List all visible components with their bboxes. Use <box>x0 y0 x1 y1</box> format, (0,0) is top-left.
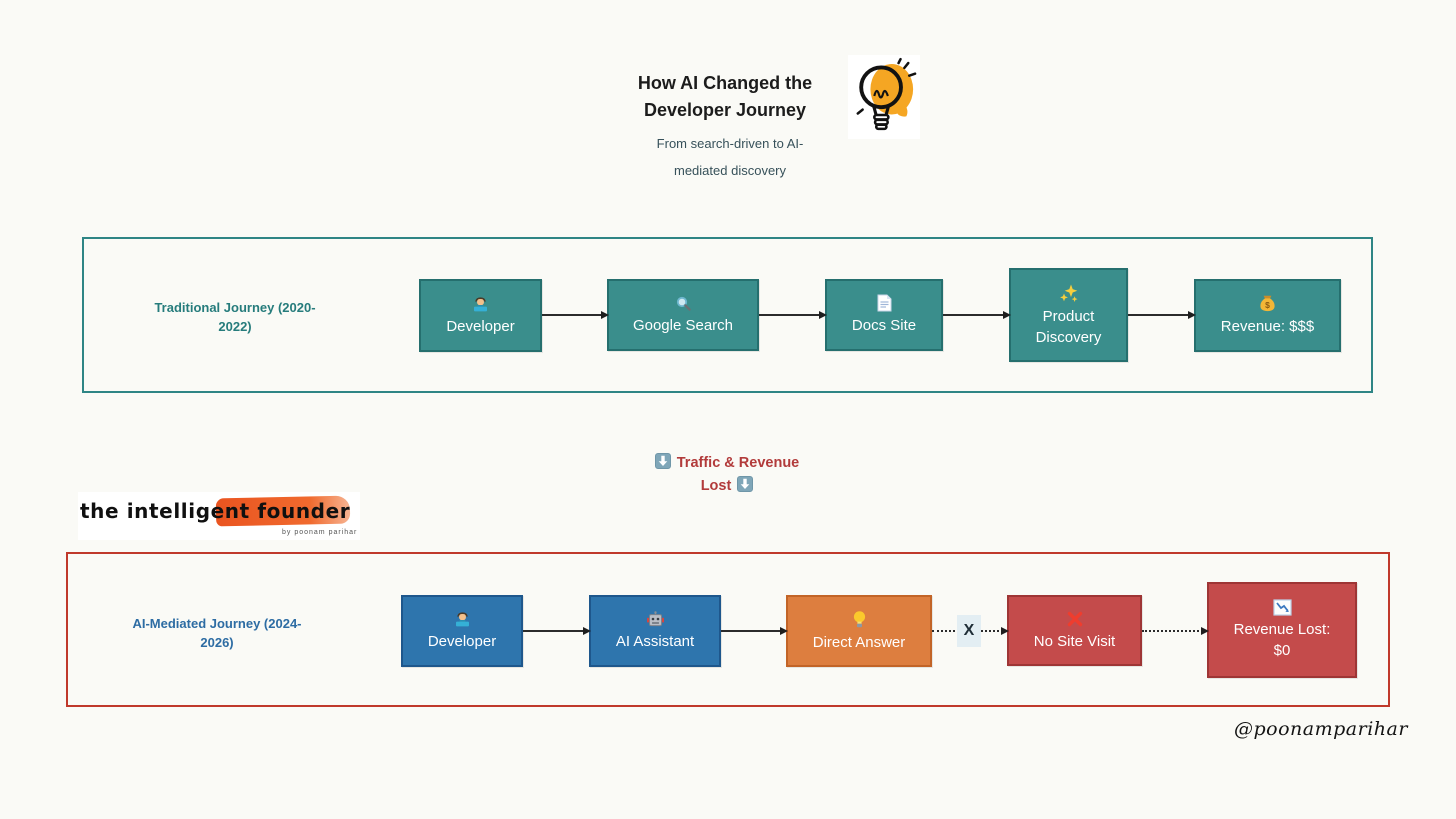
node-label: Product Discovery <box>1035 307 1102 346</box>
arrow-discovery-to-revenue <box>1128 311 1196 319</box>
down-arrow-icon <box>737 476 754 496</box>
callout-line-2: Lost <box>577 475 877 497</box>
node-label: Developer <box>446 317 515 335</box>
subtitle-line-2: mediated discovery <box>674 163 786 178</box>
node-label: Direct Answer <box>812 633 906 651</box>
subtitle-line-1: From search-driven to AI- <box>656 136 804 151</box>
flow-node-google-search: Google Search <box>607 279 759 351</box>
node-label: Developer <box>427 633 497 650</box>
ai-journey-panel <box>66 552 1390 707</box>
broken-link-marker: X <box>957 615 981 647</box>
flow-node-developer-traditional: Developer <box>419 279 542 352</box>
sparkles-icon <box>1059 283 1079 303</box>
traditional-journey-label: Traditional Journey (2020- 2022) <box>154 300 316 334</box>
title-line-2: Developer Journey <box>643 100 807 120</box>
flow-node-ai-assistant: AI Assistant <box>589 595 721 667</box>
traditional-journey-panel <box>82 237 1373 393</box>
magnifier-icon <box>675 295 692 312</box>
technologist-icon <box>453 610 472 628</box>
document-icon <box>877 294 892 312</box>
money-bag-icon: $ <box>1258 294 1277 313</box>
svg-text:$: $ <box>1265 300 1270 310</box>
flow-node-revenue: $ Revenue: $$$ <box>1194 279 1341 352</box>
flow-node-developer-ai: Developer <box>401 595 523 667</box>
node-label: Revenue: $$$ <box>1220 318 1315 335</box>
author-signature: @poonamparihar <box>1234 718 1408 740</box>
flow-node-revenue-lost: Revenue Lost: $0 <box>1207 582 1357 678</box>
flow-node-docs-site: Docs Site <box>825 279 943 351</box>
flow-node-no-site-visit: No Site Visit <box>1007 595 1142 666</box>
arrow-developer-to-search <box>542 311 609 319</box>
bulb-icon <box>852 610 867 629</box>
down-arrow-icon <box>654 453 671 473</box>
callout-line-1: Traffic & Revenue <box>577 452 877 474</box>
page-subtitle: From search-driven to AI- mediated disco… <box>585 130 875 184</box>
flow-node-product-discovery: Product Discovery <box>1009 268 1128 362</box>
technologist-icon <box>471 295 490 313</box>
arrow-assistant-to-answer <box>721 627 788 635</box>
title-line-1: How AI Changed the <box>637 73 813 93</box>
traffic-revenue-lost-callout: Traffic & Revenue Lost <box>577 452 877 497</box>
node-label: No Site Visit <box>1033 632 1116 650</box>
arrow-novisit-to-revenue-lost <box>1142 627 1209 635</box>
robot-icon <box>646 610 665 628</box>
node-label: Docs Site <box>851 317 917 334</box>
chart-down-icon <box>1272 599 1292 616</box>
lightbulb-sketch-icon <box>848 55 920 139</box>
brand-byline: by poonam parihar <box>282 529 358 536</box>
cross-mark-icon <box>1066 610 1084 628</box>
arrow-search-to-docs <box>759 311 827 319</box>
flow-node-direct-answer: Direct Answer <box>786 595 932 667</box>
node-label: Revenue Lost: $0 <box>1233 621 1331 659</box>
brand-logo-text: the intelligent founder <box>80 499 351 523</box>
arrow-developer-to-assistant <box>523 627 591 635</box>
brand-logo: the intelligent founder by poonam pariha… <box>78 492 360 540</box>
arrow-docs-to-discovery <box>943 311 1011 319</box>
page-title: How AI Changed the Developer Journey <box>585 70 865 124</box>
node-label: AI Assistant <box>615 632 695 650</box>
node-label: Google Search <box>632 316 734 334</box>
ai-journey-label: AI-Mediated Journey (2024- 2026) <box>132 616 302 650</box>
